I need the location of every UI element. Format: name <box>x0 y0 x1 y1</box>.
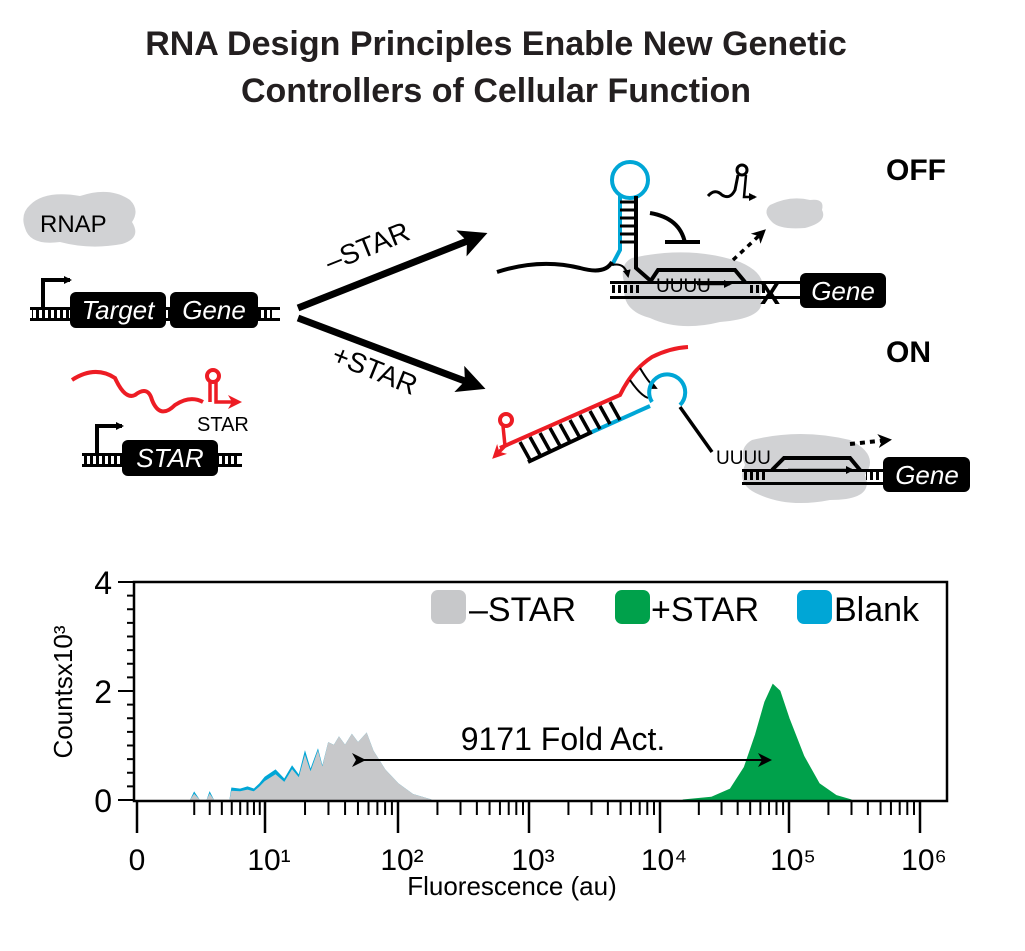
x-tick-label: 0 <box>129 844 146 877</box>
legend-swatch-minus-star <box>431 590 466 624</box>
on-state: UUUU Gene ON <box>492 336 970 504</box>
y-axis-label: Countsx10³ <box>48 625 78 758</box>
minus-star-arrow-icon <box>296 230 488 312</box>
gene-on-label: Gene <box>895 460 959 490</box>
gene-off-label: Gene <box>811 276 875 306</box>
plus-star-arrow-icon <box>296 314 486 393</box>
y-tick-label: 4 <box>94 565 112 601</box>
star-rna: STAR <box>70 368 249 436</box>
star-rna-label: STAR <box>197 414 249 436</box>
dashed-arrow-icon <box>849 434 892 449</box>
star-gene-construct: STAR <box>82 422 242 476</box>
x-axis-label: Fluorescence (au) <box>407 871 617 901</box>
rnap-blob: RNAP <box>23 191 136 247</box>
target-label: Target <box>82 295 157 325</box>
terminator-seq-off: UUUU <box>656 276 711 297</box>
x-tick-label: 10⁶ <box>901 844 947 877</box>
series-star-minus <box>189 732 432 801</box>
off-state: UUUU X Gene OFF <box>496 154 946 327</box>
x-tick-label: 10⁵ <box>770 844 816 877</box>
title-line-1: RNA Design Principles Enable New Genetic <box>145 25 847 63</box>
star-gene-label: STAR <box>136 443 203 473</box>
legend: –STAR +STAR Blank <box>431 590 920 629</box>
y-tick-label: 0 <box>94 783 112 819</box>
y-tick-label: 2 <box>94 674 112 710</box>
block-x-icon: X <box>760 278 780 311</box>
repression-bar-icon <box>649 211 700 244</box>
x-tick-label: 10³ <box>511 844 554 877</box>
legend-swatch-blank <box>797 590 832 624</box>
ticks-layer: 0 10¹ 10² 10³ 10⁴ 10⁵ 10⁶ 0 2 4 <box>94 565 947 877</box>
fold-annotation: 9171 Fold Act. <box>461 721 666 757</box>
rnap-label: RNAP <box>40 211 107 238</box>
title-line-2: Controllers of Cellular Function <box>241 72 751 110</box>
promoter-arrow-icon <box>95 422 124 455</box>
promoter-arrow-icon <box>41 276 72 308</box>
x-tick-label: 10¹ <box>247 844 290 877</box>
legend-plus-star: +STAR <box>651 591 759 629</box>
on-label: ON <box>886 336 931 369</box>
legend-blank: Blank <box>834 591 920 629</box>
histogram-chart: 0 10¹ 10² 10³ 10⁴ 10⁵ 10⁶ 0 2 4 9171 Fold Act. –S… <box>48 565 949 901</box>
series-star-plus <box>682 683 852 801</box>
x-tick-label: 10² <box>380 844 423 877</box>
target-gene-construct: Target Gene <box>30 276 280 328</box>
legend-swatch-plus-star <box>615 590 650 624</box>
legend-minus-star: –STAR <box>469 591 576 629</box>
terminator-seq-on: UUUU <box>716 448 771 469</box>
off-label: OFF <box>886 154 946 187</box>
gene-label: Gene <box>182 295 246 325</box>
x-tick-label: 10⁴ <box>641 844 687 877</box>
dashed-arrow-icon <box>731 229 766 262</box>
